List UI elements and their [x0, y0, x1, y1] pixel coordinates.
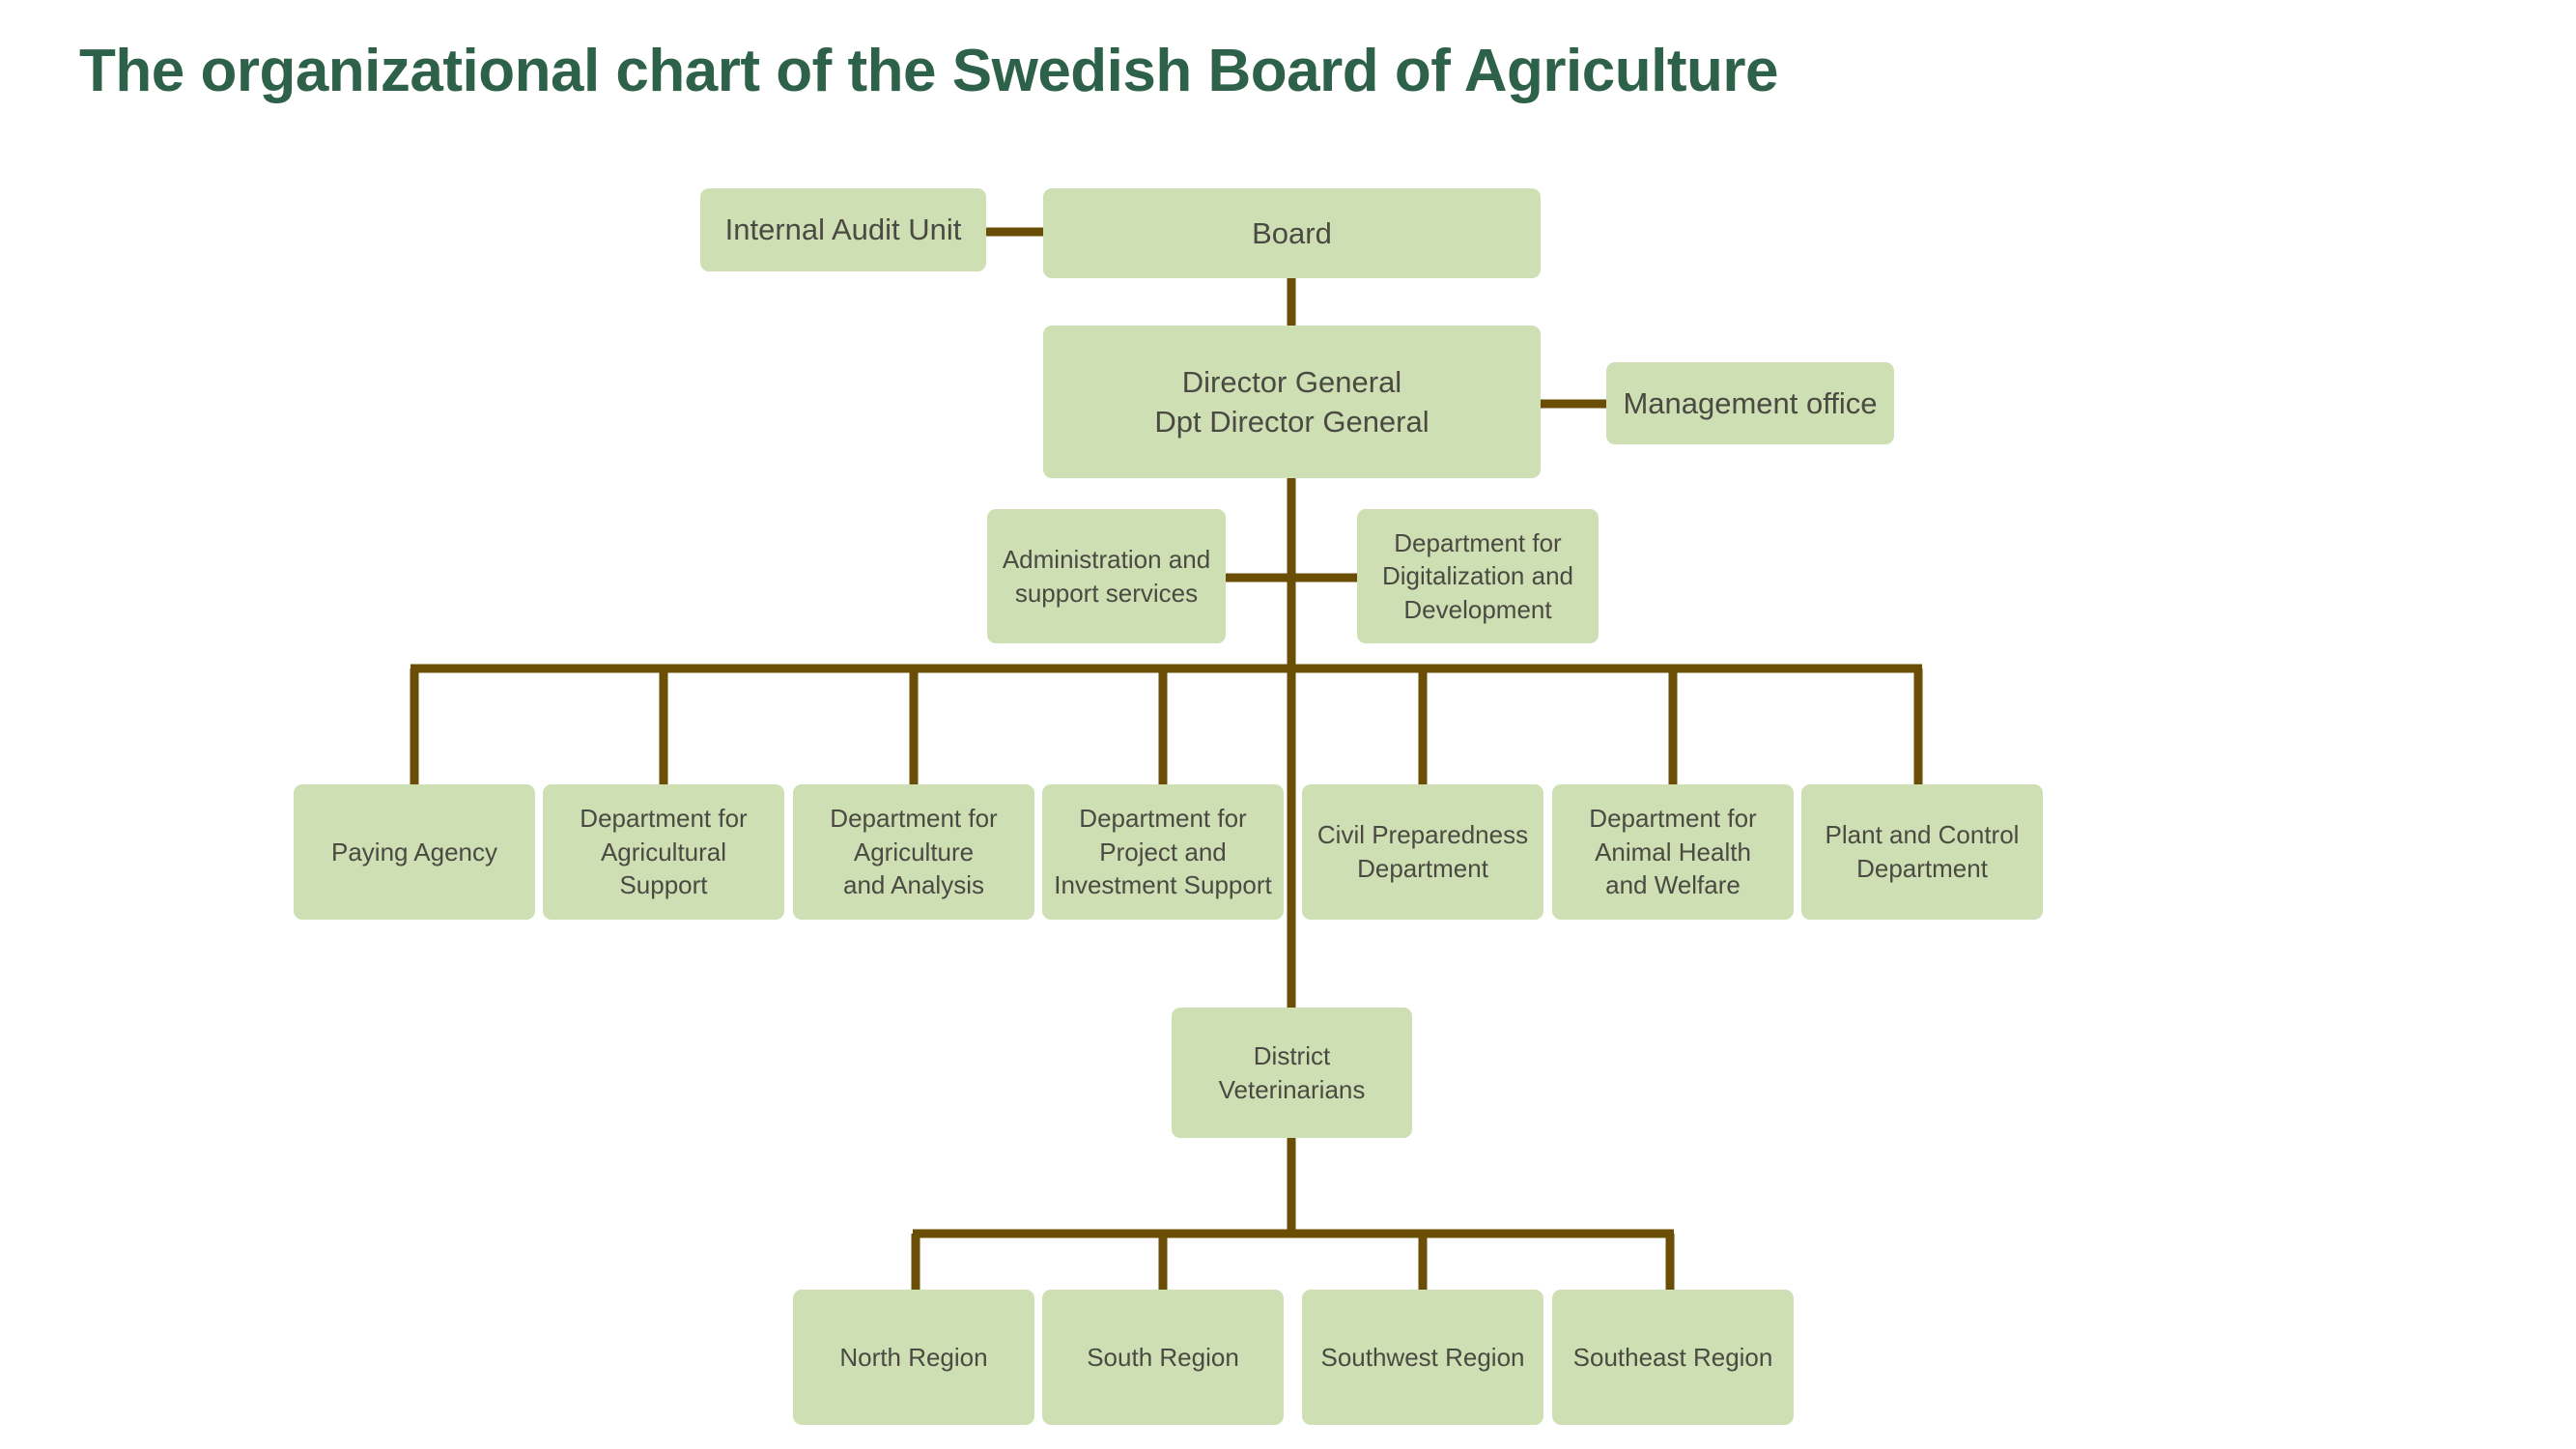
org-node-management-office[interactable]: Management office [1606, 362, 1894, 444]
org-node-south-region[interactable]: South Region [1042, 1290, 1284, 1425]
org-node-internal-audit-unit[interactable]: Internal Audit Unit [700, 188, 986, 271]
org-node-department-for-digitalization-and-development[interactable]: Department for Digitalization and Develo… [1357, 509, 1599, 643]
page-title: The organizational chart of the Swedish … [79, 38, 1778, 104]
org-node-district-veterinarians[interactable]: District Veterinarians [1172, 1008, 1412, 1138]
org-node-department-for-animal-health-and-welfare[interactable]: Department for Animal Health and Welfare [1552, 784, 1794, 920]
org-node-plant-and-control-department[interactable]: Plant and Control Department [1801, 784, 2043, 920]
org-node-board[interactable]: Board [1043, 188, 1541, 278]
org-node-department-for-agricultural-support[interactable]: Department for Agricultural Support [543, 784, 784, 920]
org-node-southwest-region[interactable]: Southwest Region [1302, 1290, 1543, 1425]
org-node-north-region[interactable]: North Region [793, 1290, 1034, 1425]
org-node-director-general[interactable]: Director General Dpt Director General [1043, 326, 1541, 478]
org-node-department-for-project-and-investment-support[interactable]: Department for Project and Investment Su… [1042, 784, 1284, 920]
org-node-southeast-region[interactable]: Southeast Region [1552, 1290, 1794, 1425]
org-node-civil-preparedness-department[interactable]: Civil Preparedness Department [1302, 784, 1543, 920]
org-node-department-for-agriculture-and-analysis[interactable]: Department for Agriculture and Analysis [793, 784, 1034, 920]
org-node-paying-agency[interactable]: Paying Agency [294, 784, 535, 920]
org-node-administration-and-support-services[interactable]: Administration and support services [987, 509, 1226, 643]
